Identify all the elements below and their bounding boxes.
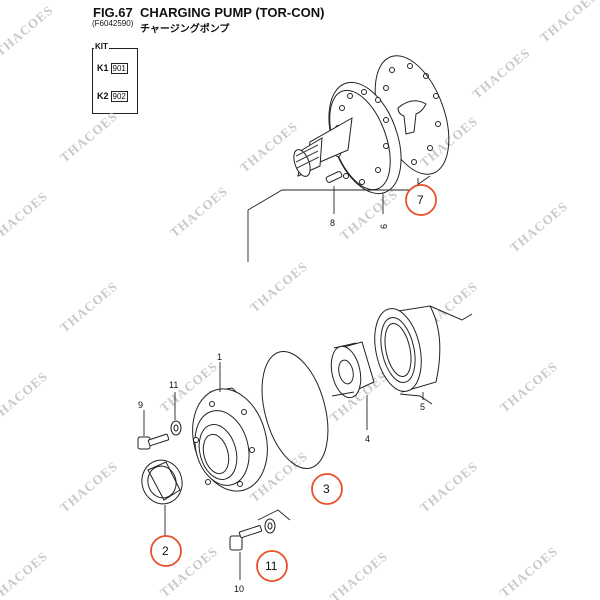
watermark: THACOES xyxy=(507,198,571,255)
part-11-washer[interactable] xyxy=(170,420,182,436)
kit-code[interactable]: 901 xyxy=(110,63,128,74)
leader-lines-bottom xyxy=(143,362,424,580)
figure-subtitle: チャージングポンプ xyxy=(140,24,230,35)
figure-header: FIG.67 (F6042590) CHARGING PUMP (TOR-CON… xyxy=(0,0,600,35)
part-label-4: 4 xyxy=(365,434,370,444)
watermark: THACOES xyxy=(537,0,600,45)
watermark: THACOES xyxy=(417,458,481,515)
figure-code: (F6042590) xyxy=(92,19,134,28)
watermark: THACOES xyxy=(247,258,311,315)
callout-2[interactable]: 2 xyxy=(150,535,182,567)
callout-number: 2 xyxy=(162,544,169,558)
watermark: THACOES xyxy=(497,543,561,600)
watermark: THACOES xyxy=(0,548,51,600)
callout-3[interactable]: 3 xyxy=(311,473,343,505)
leader-lines-top xyxy=(247,175,431,262)
part-label-5: 5 xyxy=(420,402,425,412)
part-3-o-ring[interactable] xyxy=(250,344,339,475)
watermark: THACOES xyxy=(327,548,391,600)
part-5-ring-gear[interactable] xyxy=(368,304,473,405)
callout-number: 3 xyxy=(323,482,330,496)
callout-11[interactable]: 11 xyxy=(256,550,288,582)
kit-code[interactable]: 902 xyxy=(110,91,128,102)
watermark: THACOES xyxy=(469,45,533,102)
part-labels: 1 11 9 8 6 4 5 10 xyxy=(138,218,425,594)
part-label-9: 9 xyxy=(138,400,143,410)
watermark: THACOES xyxy=(237,118,301,175)
watermark: THACOES xyxy=(0,368,51,425)
kit-key: K1 xyxy=(97,63,109,73)
part-label-1: 1 xyxy=(217,352,222,362)
part-9-bolt[interactable] xyxy=(137,433,170,450)
watermark: THACOES xyxy=(337,186,401,243)
watermark: THACOES xyxy=(57,278,121,335)
kit-key: K2 xyxy=(97,91,109,101)
part-6-stator-shaft[interactable] xyxy=(291,73,415,204)
part-label-8: 8 xyxy=(330,218,335,228)
part-1-pump-body[interactable] xyxy=(182,380,278,499)
watermark: THACOES xyxy=(0,188,51,245)
part-label-6: 6 xyxy=(379,224,389,229)
part-label-10: 10 xyxy=(234,584,244,594)
watermark: THACOES xyxy=(0,2,56,59)
part-2-oil-seal[interactable] xyxy=(137,456,187,509)
part-8-pin[interactable] xyxy=(325,171,343,183)
part-4-drive-gear[interactable] xyxy=(327,341,375,400)
watermark: THACOES xyxy=(57,458,121,515)
part-label-11-upper: 11 xyxy=(169,380,178,390)
callout-number: 7 xyxy=(417,193,424,207)
callout-7[interactable]: 7 xyxy=(405,184,437,216)
figure-title: CHARGING PUMP (TOR-CON) xyxy=(140,5,325,20)
watermark: THACOES xyxy=(497,358,561,415)
part-10-bolt[interactable] xyxy=(229,525,263,551)
kit-label: KIT xyxy=(94,42,109,51)
figure-number: FIG.67 xyxy=(93,5,133,20)
callout-number: 11 xyxy=(265,559,278,573)
watermark: THACOES xyxy=(57,108,121,165)
watermark: THACOES xyxy=(167,183,231,240)
part-11-washer-lower[interactable] xyxy=(264,518,276,534)
